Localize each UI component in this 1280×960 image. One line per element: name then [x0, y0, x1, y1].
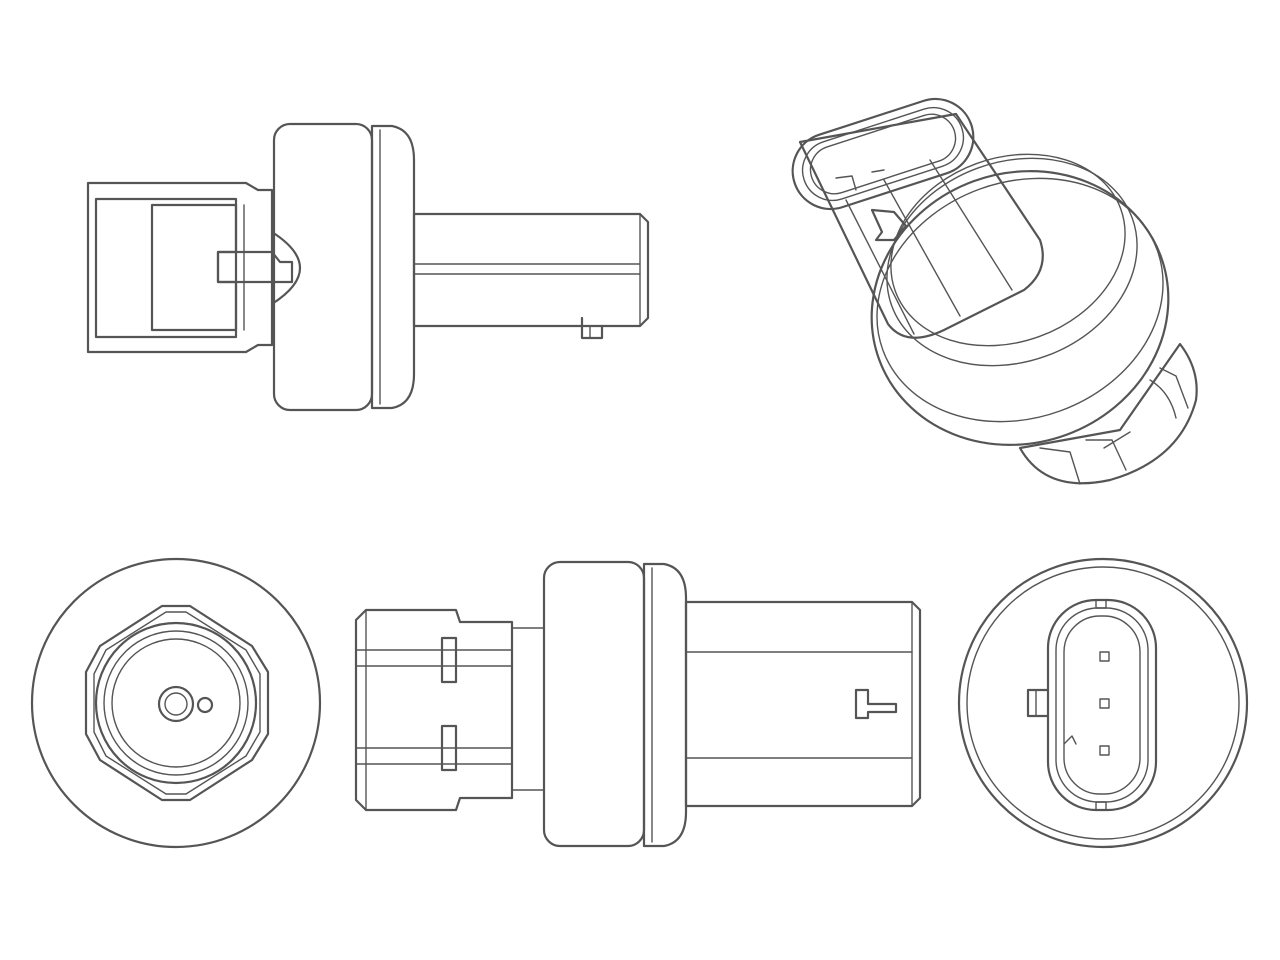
- latch-tab: [580, 316, 604, 340]
- latch-mark: [870, 208, 908, 242]
- thread-body: [1018, 342, 1198, 485]
- thread-end-view: [30, 557, 322, 849]
- section-hatch: [86, 181, 274, 354]
- side-view: [354, 560, 922, 848]
- side-latch: [854, 688, 898, 720]
- side-housing: [542, 560, 646, 848]
- housing-ring: [870, 170, 1170, 446]
- outer-body-circle: [30, 557, 322, 849]
- vent-hole: [196, 696, 214, 714]
- connector-end-view: [957, 557, 1249, 849]
- thread-slot-top: [440, 636, 458, 684]
- housing: [272, 122, 374, 412]
- hex-thread: [354, 608, 514, 812]
- hex-nut: [84, 604, 270, 802]
- connector-shroud: [798, 112, 1044, 339]
- perspective-view: [791, 97, 1198, 485]
- pin-1: [1099, 651, 1110, 662]
- connector-opening: [791, 97, 975, 211]
- pin-3: [1099, 745, 1110, 756]
- connector-body: [412, 212, 650, 328]
- port-ring-outer: [94, 621, 258, 785]
- inner-bore: [150, 203, 238, 332]
- pin-hatch: [216, 250, 294, 284]
- port-hole: [157, 685, 195, 723]
- socket-key: [1026, 688, 1050, 718]
- side-collar: [642, 562, 688, 848]
- thread-slot-bottom: [440, 724, 458, 772]
- collar: [370, 124, 416, 410]
- end-outer-circle: [957, 557, 1249, 849]
- side-section-view: [86, 122, 650, 412]
- pin-2: [1099, 698, 1110, 709]
